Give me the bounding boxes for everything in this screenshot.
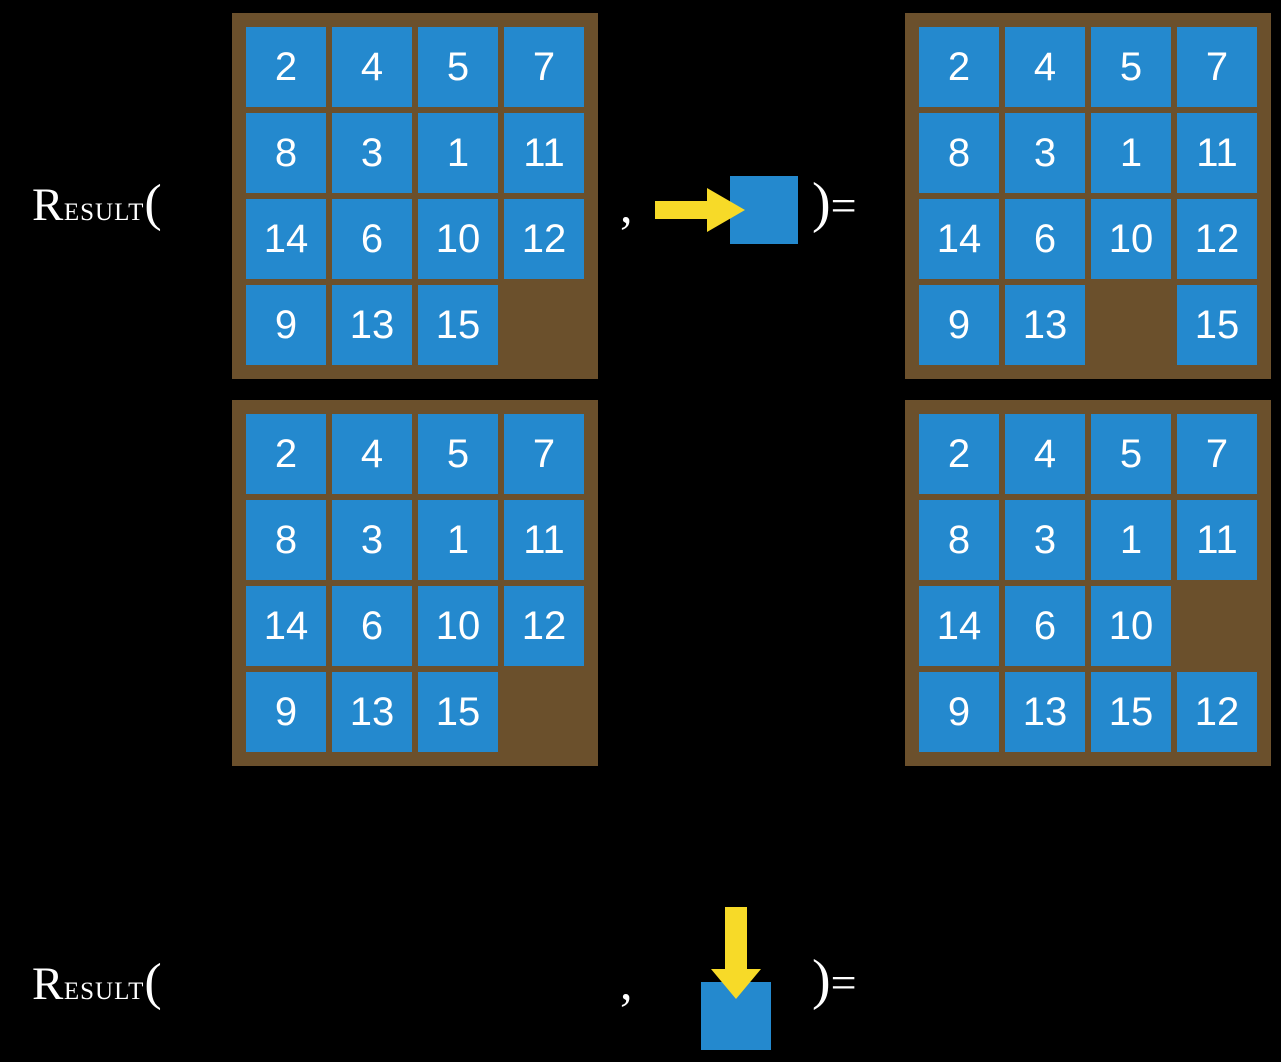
tile[interactable]: 2 (919, 27, 999, 107)
tile[interactable]: 10 (418, 586, 498, 666)
tile[interactable]: 5 (418, 414, 498, 494)
tile[interactable]: 9 (246, 285, 326, 365)
empty-slot[interactable] (1177, 586, 1257, 666)
slide-left-operation (650, 170, 810, 260)
input-grid-row-2: 2 4 5 7 8 3 1 11 14 6 10 12 9 13 15 (232, 400, 598, 766)
argument-separator-row-2: , (620, 954, 633, 1010)
tile[interactable]: 14 (919, 199, 999, 279)
result-label-capital: R (32, 179, 64, 231)
tile[interactable]: 4 (332, 27, 412, 107)
tile[interactable]: 4 (332, 414, 412, 494)
tile[interactable]: 15 (418, 285, 498, 365)
tile[interactable]: 7 (504, 414, 584, 494)
close-and-equals-row-1: )= (812, 175, 857, 231)
tile[interactable]: 11 (504, 500, 584, 580)
argument-separator-row-1: , (620, 177, 633, 233)
tile[interactable]: 3 (1005, 500, 1085, 580)
close-and-equals-row-2: )= (812, 952, 857, 1008)
tile[interactable]: 13 (1005, 672, 1085, 752)
tile[interactable]: 6 (1005, 586, 1085, 666)
empty-slot[interactable] (1091, 285, 1171, 365)
output-grid-row-1: 2 4 5 7 8 3 1 11 14 6 10 12 9 13 15 (905, 13, 1271, 379)
tile[interactable]: 6 (1005, 199, 1085, 279)
open-paren-row-2: ( (144, 954, 163, 1011)
tile[interactable]: 2 (246, 414, 326, 494)
tile[interactable]: 12 (504, 586, 584, 666)
tile[interactable]: 4 (1005, 27, 1085, 107)
tile[interactable]: 13 (332, 672, 412, 752)
equation-row-1: Result( 2 4 5 7 8 3 1 11 14 6 10 12 9 13… (0, 0, 1281, 392)
equation-row-2: Result( 2 4 5 7 8 3 1 11 14 6 10 12 9 13… (0, 392, 1281, 1050)
tile[interactable]: 15 (1091, 672, 1171, 752)
input-grid-row-1: 2 4 5 7 8 3 1 11 14 6 10 12 9 13 15 (232, 13, 598, 379)
tile[interactable]: 9 (919, 672, 999, 752)
tile[interactable]: 6 (332, 586, 412, 666)
result-function-label-row-2: Result( (32, 957, 162, 1009)
tile[interactable]: 12 (1177, 672, 1257, 752)
tile[interactable]: 14 (246, 199, 326, 279)
tile[interactable]: 7 (1177, 27, 1257, 107)
close-paren-row-1: ) (812, 172, 831, 234)
tile[interactable]: 5 (1091, 414, 1171, 494)
tile[interactable]: 13 (1005, 285, 1085, 365)
tile[interactable]: 1 (418, 113, 498, 193)
tile[interactable]: 12 (504, 199, 584, 279)
tile[interactable]: 15 (418, 672, 498, 752)
empty-slot[interactable] (504, 285, 584, 365)
tile[interactable]: 14 (246, 586, 326, 666)
slide-up-operation (690, 897, 800, 1062)
tile[interactable]: 11 (1177, 113, 1257, 193)
equals-sign-row-1: = (830, 180, 857, 231)
tile[interactable]: 10 (1091, 199, 1171, 279)
arrow-right-icon (655, 188, 745, 232)
tile[interactable]: 5 (1091, 27, 1171, 107)
tile[interactable]: 2 (246, 27, 326, 107)
output-grid-row-2: 2 4 5 7 8 3 1 11 14 6 10 9 13 15 12 (905, 400, 1271, 766)
tile[interactable]: 9 (919, 285, 999, 365)
tile[interactable]: 2 (919, 414, 999, 494)
equals-sign-row-2: = (830, 957, 857, 1008)
tile[interactable]: 15 (1177, 285, 1257, 365)
tile[interactable]: 10 (418, 199, 498, 279)
close-paren-row-2: ) (812, 949, 831, 1011)
result-function-label-row-1: Result( (32, 178, 162, 230)
tile[interactable]: 9 (246, 672, 326, 752)
tile[interactable]: 3 (332, 113, 412, 193)
tile[interactable]: 3 (332, 500, 412, 580)
tile[interactable]: 3 (1005, 113, 1085, 193)
tile[interactable]: 5 (418, 27, 498, 107)
empty-slot[interactable] (504, 672, 584, 752)
tile[interactable]: 1 (418, 500, 498, 580)
tile[interactable]: 6 (332, 199, 412, 279)
tile[interactable]: 13 (332, 285, 412, 365)
tile[interactable]: 8 (246, 500, 326, 580)
tile[interactable]: 1 (1091, 500, 1171, 580)
tile[interactable]: 11 (504, 113, 584, 193)
tile[interactable]: 14 (919, 586, 999, 666)
tile[interactable]: 12 (1177, 199, 1257, 279)
result-label-smallcaps: esult (63, 188, 145, 228)
tile[interactable]: 8 (919, 500, 999, 580)
tile[interactable]: 7 (1177, 414, 1257, 494)
tile[interactable]: 8 (246, 113, 326, 193)
result-label-smallcaps: esult (63, 967, 145, 1007)
result-label-capital: R (32, 958, 64, 1010)
tile[interactable]: 4 (1005, 414, 1085, 494)
tile[interactable]: 7 (504, 27, 584, 107)
tile[interactable]: 8 (919, 113, 999, 193)
arrow-down-icon (711, 907, 761, 999)
tile[interactable]: 11 (1177, 500, 1257, 580)
open-paren-row-1: ( (144, 175, 163, 232)
tile[interactable]: 10 (1091, 586, 1171, 666)
tile[interactable]: 1 (1091, 113, 1171, 193)
